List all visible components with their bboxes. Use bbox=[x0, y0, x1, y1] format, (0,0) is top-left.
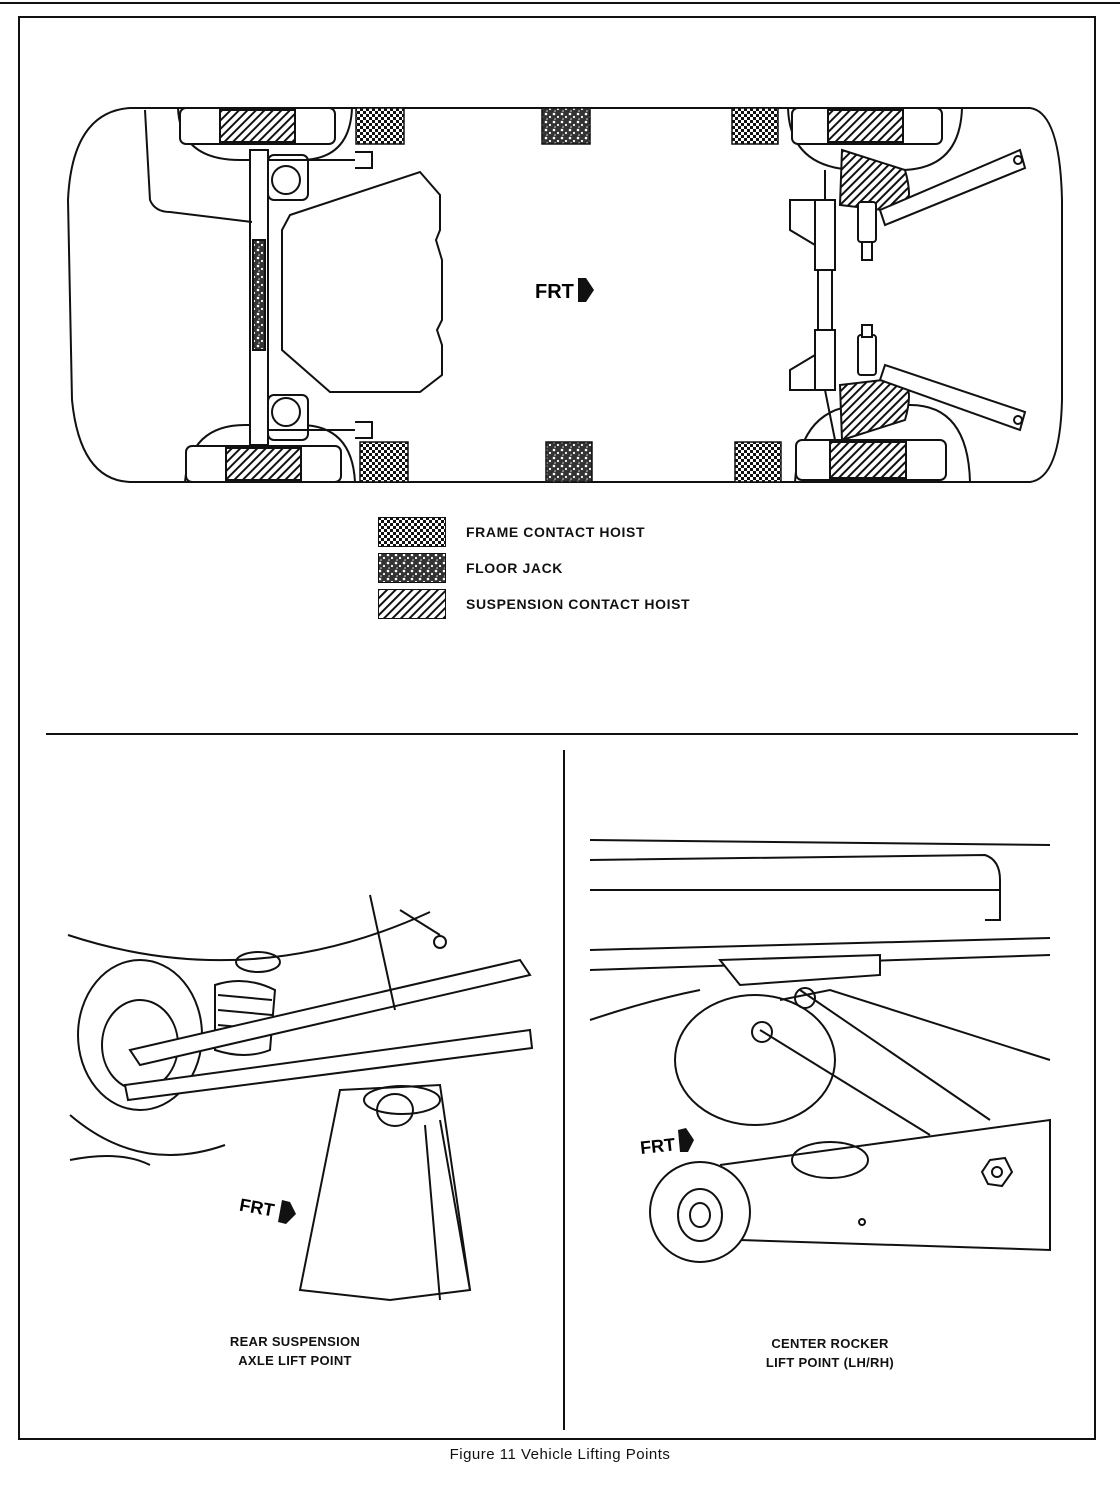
legend-label: SUSPENSION CONTACT HOIST bbox=[466, 596, 691, 612]
suspension-contact-hoist-swatch bbox=[378, 589, 446, 619]
page-top-rule bbox=[0, 2, 1120, 4]
frame-contact-hoist-swatch bbox=[378, 517, 446, 547]
left-caption-line2: AXLE LIFT POINT bbox=[238, 1353, 352, 1368]
figure-caption: Figure 11 Vehicle Lifting Points bbox=[449, 1446, 671, 1463]
horizontal-divider bbox=[46, 733, 1078, 735]
right-caption-line2: LIFT POINT (LH/RH) bbox=[765, 1355, 895, 1370]
figure-frame bbox=[18, 16, 1096, 1440]
legend-item-frame-contact-hoist: FRAME CONTACT HOIST bbox=[378, 514, 690, 550]
legend-label: FLOOR JACK bbox=[466, 560, 563, 576]
frt-label-top: FRT bbox=[535, 281, 574, 303]
left-caption-line1: REAR SUSPENSION bbox=[229, 1334, 361, 1349]
frt-label-left: FRT bbox=[238, 1195, 276, 1221]
rear-axle-assembly bbox=[144, 109, 373, 446]
tires bbox=[179, 107, 947, 483]
floor-jack-pads bbox=[541, 107, 593, 483]
front-suspension-assembly bbox=[789, 148, 1027, 442]
left-panel-caption: REAR SUSPENSION AXLE LIFT POINT bbox=[180, 1332, 410, 1370]
right-caption-line1: CENTER ROCKER bbox=[771, 1336, 889, 1351]
frame-contact-pads bbox=[355, 107, 782, 483]
floor-jack-swatch bbox=[378, 553, 446, 583]
rear-suspension-illustration bbox=[67, 894, 534, 1302]
frt-arrow-left: FRT bbox=[238, 1195, 296, 1224]
frt-arrow-top: FRT bbox=[535, 278, 594, 303]
legend-item-floor-jack: FLOOR JACK bbox=[378, 550, 690, 586]
fuel-tank bbox=[281, 170, 443, 393]
frt-arrow-right: FRT bbox=[639, 1128, 694, 1158]
vertical-divider bbox=[563, 750, 565, 1430]
legend: FRAME CONTACT HOIST FLOOR JACK SUSPENSIO… bbox=[378, 514, 690, 622]
legend-label: FRAME CONTACT HOIST bbox=[466, 524, 646, 540]
center-rocker-illustration bbox=[589, 839, 1051, 1263]
legend-item-suspension-contact-hoist: SUSPENSION CONTACT HOIST bbox=[378, 586, 690, 622]
frt-label-right: FRT bbox=[639, 1134, 676, 1158]
right-panel-caption: CENTER ROCKER LIFT POINT (LH/RH) bbox=[710, 1334, 950, 1372]
